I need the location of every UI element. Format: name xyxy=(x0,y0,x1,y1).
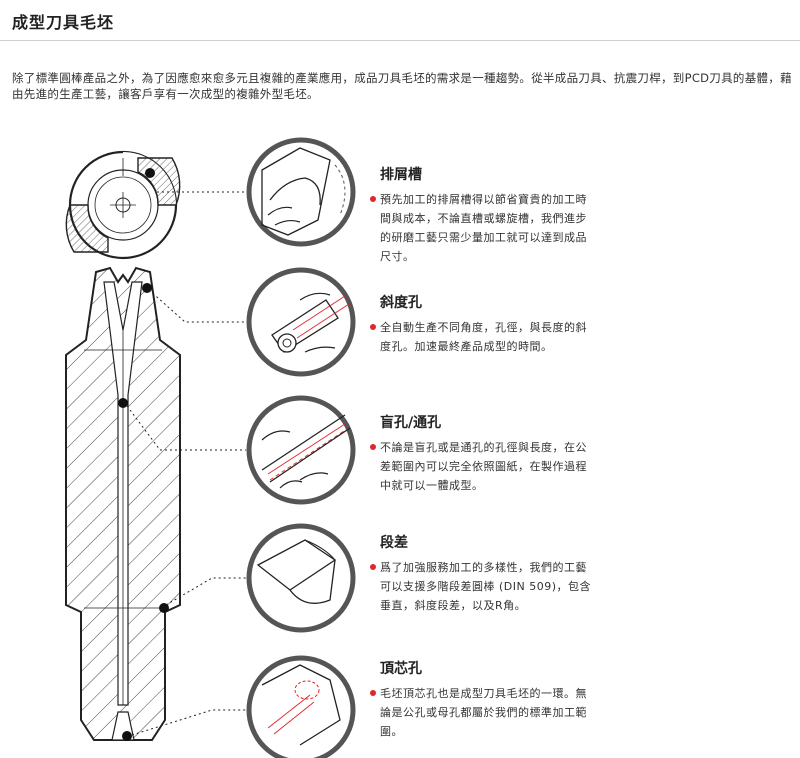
bullet-icon xyxy=(370,690,376,696)
feature-center-hole: 頂芯孔 毛坯頂芯孔也是成型刀具毛坯的一環。無論是公孔或母孔都屬於我們的標準加工範… xyxy=(370,658,595,741)
feature-desc-text: 全自動生產不同角度，孔徑，與長度的斜度孔。加速最終產品成型的時間。 xyxy=(380,321,587,353)
angled-hole-icon xyxy=(246,267,356,377)
feature-desc: 毛坯頂芯孔也是成型刀具毛坯的一環。無論是公孔或母孔都屬於我們的標準加工範圍。 xyxy=(370,684,595,741)
title-divider xyxy=(0,40,800,41)
feature-desc-text: 不論是盲孔或是通孔的孔徑與長度，在公差範圍內可以完全依照圖紙，在製作過程中就可以… xyxy=(380,441,587,492)
feature-desc-text: 爲了加強服務加工的多樣性，我們的工藝可以支援多階段差圓棒 (DIN 509)，包… xyxy=(380,561,592,612)
feature-angled-hole: 斜度孔 全自動生產不同角度，孔徑，與長度的斜度孔。加速最終產品成型的時間。 xyxy=(370,292,595,356)
bullet-icon xyxy=(370,564,376,570)
feature-desc: 預先加工的排屑槽得以節省寶貴的加工時間與成本，不論直槽或螺旋槽，我們進步的研磨工… xyxy=(370,190,595,266)
feature-desc: 全自動生產不同角度，孔徑，與長度的斜度孔。加速最終產品成型的時間。 xyxy=(370,318,595,356)
feature-desc-text: 預先加工的排屑槽得以節省寶貴的加工時間與成本，不論直槽或螺旋槽，我們進步的研磨工… xyxy=(380,193,587,263)
feature-desc: 爲了加強服務加工的多樣性，我們的工藝可以支援多階段差圓棒 (DIN 509)，包… xyxy=(370,558,595,615)
center-hole-icon xyxy=(246,655,356,758)
end-view xyxy=(65,150,181,260)
blind-through-hole-icon xyxy=(246,395,356,505)
feature-title: 盲孔/通孔 xyxy=(380,415,442,431)
feature-desc: 不論是盲孔或是通孔的孔徑與長度，在公差範圍內可以完全依照圖紙，在製作過程中就可以… xyxy=(370,438,595,495)
bullet-icon xyxy=(370,324,376,330)
side-section xyxy=(65,266,181,741)
feature-title: 斜度孔 xyxy=(380,295,422,311)
bullet-icon xyxy=(370,444,376,450)
feature-chip-flute: 排屑槽 預先加工的排屑槽得以節省寶貴的加工時間與成本，不論直槽或螺旋槽，我們進步… xyxy=(370,164,595,266)
chip-flute-icon xyxy=(246,137,356,247)
feature-step: 段差 爲了加強服務加工的多樣性，我們的工藝可以支援多階段差圓棒 (DIN 509… xyxy=(370,532,595,615)
feature-blind-through-hole: 盲孔/通孔 不論是盲孔或是通孔的孔徑與長度，在公差範圍內可以完全依照圖紙，在製作… xyxy=(370,412,595,495)
feature-title: 段差 xyxy=(380,535,408,551)
feature-title: 排屑槽 xyxy=(380,167,422,183)
bullet-icon xyxy=(370,196,376,202)
feature-desc-text: 毛坯頂芯孔也是成型刀具毛坯的一環。無論是公孔或母孔都屬於我們的標準加工範圍。 xyxy=(380,687,587,738)
leader-lines xyxy=(126,191,246,736)
page-title: 成型刀具毛坯 xyxy=(12,13,115,32)
feature-title: 頂芯孔 xyxy=(380,661,422,677)
intro-paragraph: 除了標準圓棒產品之外，為了因應愈來愈多元且複雜的產業應用，成品刀具毛坯的需求是一… xyxy=(12,71,792,101)
step-icon xyxy=(246,523,356,633)
